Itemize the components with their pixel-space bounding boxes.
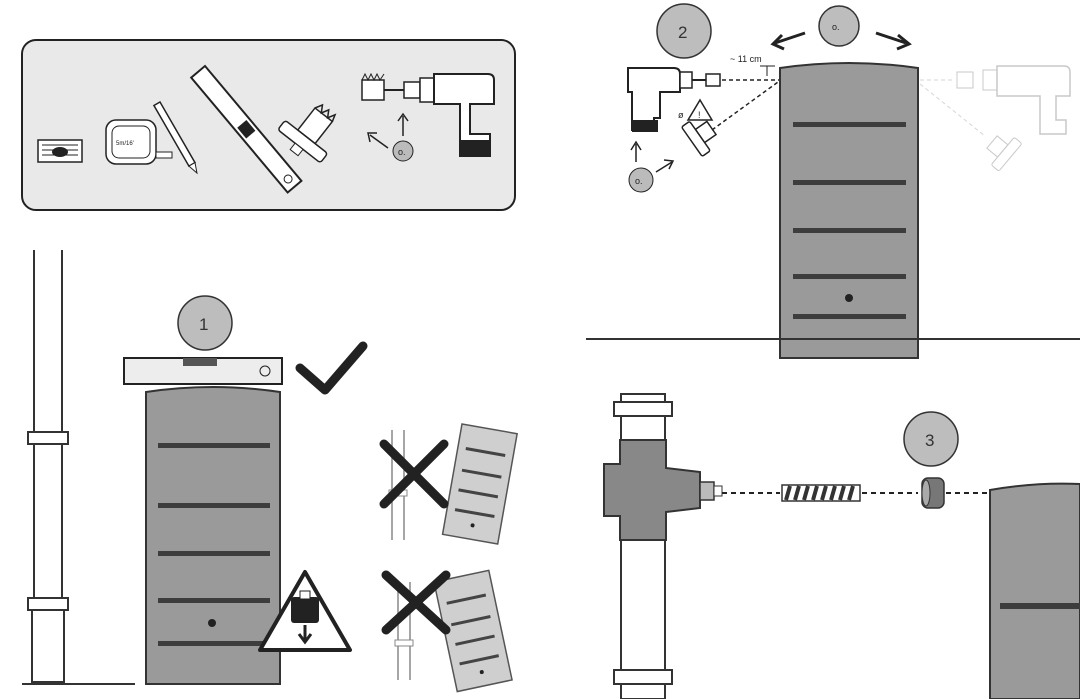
pencil-icon (152, 100, 198, 175)
drill-icon (361, 72, 495, 157)
hole-saw-icon (681, 120, 718, 157)
drainpipe (27, 250, 69, 683)
rotate-arrows-icon: o. (367, 112, 414, 162)
cross-icon (381, 570, 451, 635)
seal-ring (921, 477, 945, 509)
level-on-tank (123, 357, 283, 385)
svg-text:o.: o. (635, 176, 643, 186)
rain-collector-pipe (603, 393, 723, 699)
connection-hose (781, 484, 861, 502)
step-two-section: 2 o. ~ 11 cm ø ! o (586, 3, 1080, 359)
step-1-number: 1 (199, 315, 208, 334)
thread-roll-icon (37, 139, 83, 163)
diameter-symbol: ø (678, 110, 684, 120)
step-one-section: 1 (22, 250, 519, 693)
level-tool-icon (189, 64, 303, 194)
drill-icon (919, 65, 1071, 171)
drill-icon (627, 67, 780, 132)
tools-panel: 5m/16' (21, 39, 516, 211)
measuring-tape-icon: 5m/16' (105, 119, 173, 165)
checkmark-icon (295, 341, 368, 395)
hole-saw-icon (278, 103, 337, 163)
step-3-number: 3 (925, 431, 934, 450)
wrong-tilt-example-2 (381, 569, 513, 693)
svg-text:o.: o. (398, 147, 406, 157)
step-three-section: 3 (603, 393, 1080, 699)
warning-symbol: ! (698, 110, 701, 120)
tank-step-three (989, 482, 1080, 699)
tape-label: 5m/16' (116, 141, 134, 147)
svg-text:o.: o. (832, 22, 840, 32)
tank-step-one (145, 386, 281, 685)
wrong-tilt-example-1 (379, 423, 519, 545)
distance-label: ~ 11 cm (730, 54, 762, 64)
step-2-number: 2 (678, 23, 687, 42)
tank-step-two (779, 62, 919, 359)
cross-icon (379, 439, 449, 509)
weight-warning-icon (258, 570, 352, 652)
